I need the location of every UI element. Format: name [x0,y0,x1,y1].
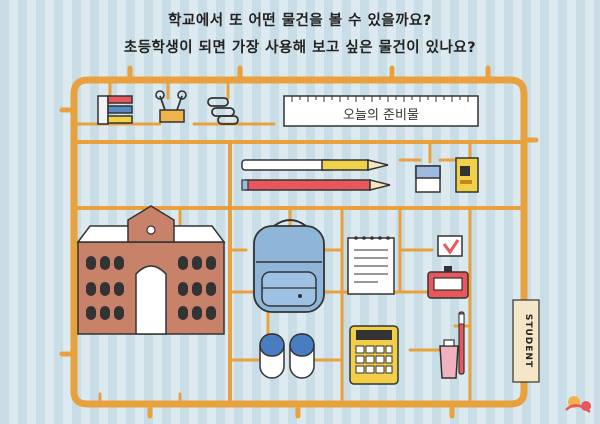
calendar-icon [437,235,463,257]
tab-markers-icon [97,95,133,125]
question-line-2: 초등학생이 되면 가장 사용해 보고 싶은 물건이 있나요? [123,40,477,56]
school-building-icon [76,205,226,335]
timer-icon [427,266,469,299]
student-tag-label: STUDENT [523,314,533,368]
pencil-icon [241,159,391,191]
paper-clips-icon [207,97,239,125]
binder-clip-icon [155,90,187,123]
logo-icon [565,396,591,413]
calculator-icon [349,325,399,385]
question-line-1: 학교에서 또 어떤 물건을 볼 수 있을까요? [168,13,432,29]
student-tag: STUDENT [512,299,540,383]
backpack-icon [253,219,325,313]
slippers-icon [259,333,315,379]
notepad-icon [347,236,395,295]
toothbrush-icon [458,311,465,375]
ruler-label: 오늘의 준비물 [343,108,419,123]
eraser-icon [415,165,441,193]
toothpaste-icon [439,339,459,379]
sharpener-icon [455,157,479,193]
ruler-icon [283,95,479,127]
